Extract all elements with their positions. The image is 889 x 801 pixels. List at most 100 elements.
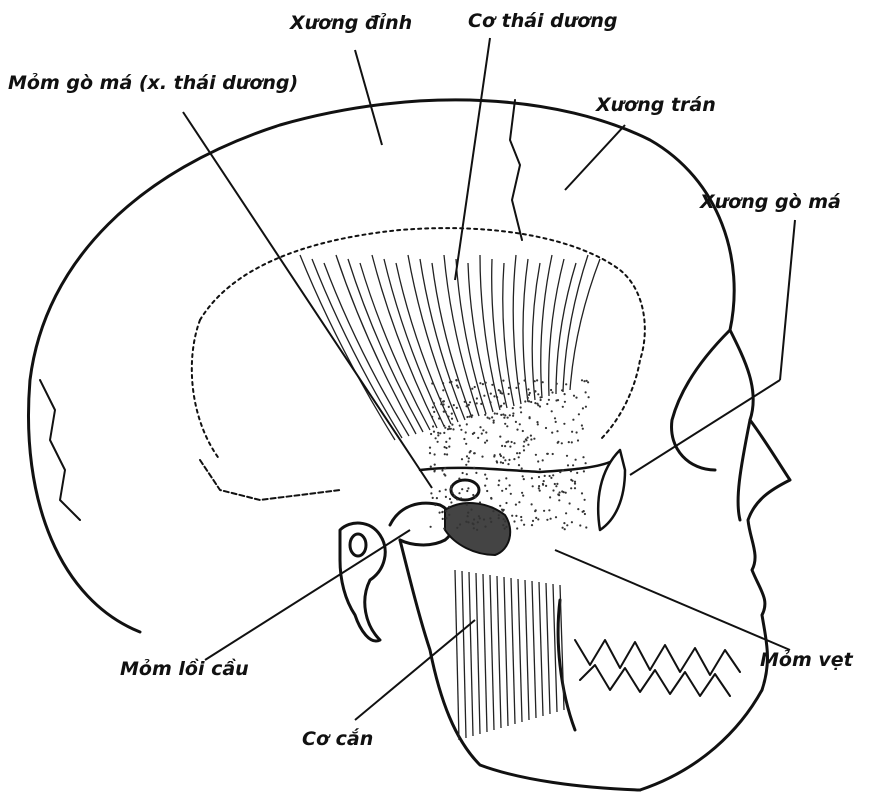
stipple-dot bbox=[522, 430, 524, 432]
stipple-dot bbox=[482, 429, 484, 431]
stipple-dot bbox=[473, 432, 475, 434]
stipple-dot bbox=[444, 446, 446, 448]
stipple-dot bbox=[457, 386, 459, 388]
leader-frontal bbox=[565, 125, 625, 190]
stipple-dot bbox=[467, 521, 469, 523]
stipple-dot bbox=[458, 492, 460, 494]
stipple-dot bbox=[502, 462, 504, 464]
stipple-dot bbox=[478, 515, 480, 517]
stipple-dot bbox=[519, 452, 521, 454]
stipple-dot bbox=[500, 414, 502, 416]
leader-parietal bbox=[355, 50, 382, 145]
stipple-dot bbox=[444, 453, 446, 455]
stipple-dot bbox=[445, 510, 447, 512]
stipple-dot bbox=[430, 492, 432, 494]
stipple-dot bbox=[451, 418, 453, 420]
stipple-dot bbox=[584, 499, 586, 501]
stipple-dot bbox=[471, 414, 473, 416]
stipple-dot bbox=[468, 457, 470, 459]
stipple-dot bbox=[540, 399, 542, 401]
stipple-dot bbox=[467, 515, 469, 517]
stipple-dot bbox=[537, 423, 539, 425]
stipple-dot bbox=[529, 417, 531, 419]
stipple-dot bbox=[552, 474, 554, 476]
stipple-dot bbox=[504, 445, 506, 447]
stipple-dot bbox=[469, 451, 471, 453]
stipple-dot bbox=[472, 494, 474, 496]
stipple-dot bbox=[498, 517, 500, 519]
stipple-dot bbox=[491, 384, 493, 386]
stipple-dot bbox=[500, 405, 502, 407]
stipple-dot bbox=[562, 469, 564, 471]
masseter-fiber bbox=[476, 573, 480, 734]
stipple-dot bbox=[456, 498, 458, 500]
stipple-dot bbox=[521, 467, 523, 469]
stipple-dot bbox=[473, 452, 475, 454]
upper-teeth bbox=[575, 640, 740, 675]
stipple-dot bbox=[448, 506, 450, 508]
stipple-dot bbox=[524, 379, 526, 381]
stipple-dot bbox=[433, 470, 435, 472]
stipple-dot bbox=[542, 459, 544, 461]
stipple-dot bbox=[482, 383, 484, 385]
stipple-dot bbox=[584, 513, 586, 515]
stipple-dot bbox=[493, 395, 495, 397]
stipple-dot bbox=[509, 484, 511, 486]
stipple-dot bbox=[447, 416, 449, 418]
stipple-dot bbox=[449, 437, 451, 439]
stipple-dot bbox=[588, 396, 590, 398]
stipple-dot bbox=[474, 496, 476, 498]
stipple-dot bbox=[509, 446, 511, 448]
stipple-dot bbox=[538, 485, 540, 487]
masseter-fiber bbox=[560, 585, 564, 710]
stipple-dot bbox=[433, 402, 435, 404]
stipple-dot bbox=[508, 459, 510, 461]
stipple-dot bbox=[466, 490, 468, 492]
stipple-dot bbox=[431, 382, 433, 384]
stipple-dot bbox=[530, 438, 532, 440]
orbit-outline bbox=[672, 330, 730, 470]
temporalis-fiber bbox=[408, 255, 458, 422]
stipple-dot bbox=[534, 510, 536, 512]
stipple-dot bbox=[513, 458, 515, 460]
stipple-dot bbox=[500, 461, 502, 463]
stipple-dot bbox=[575, 397, 577, 399]
temporalis-fiber bbox=[541, 255, 552, 398]
stipple-dot bbox=[436, 497, 438, 499]
leader-zygomatic-bone bbox=[780, 220, 795, 380]
stipple-dot bbox=[564, 528, 566, 530]
stipple-dot bbox=[440, 403, 442, 405]
stipple-dot bbox=[465, 431, 467, 433]
stipple-dot bbox=[546, 403, 548, 405]
stipple-dot bbox=[539, 396, 541, 398]
stipple-dot bbox=[557, 442, 559, 444]
stipple-dot bbox=[444, 427, 446, 429]
masseter-fiber bbox=[490, 575, 494, 730]
stipple-dot bbox=[542, 381, 544, 383]
stipple-dot bbox=[437, 432, 439, 434]
stipple-dot bbox=[442, 401, 444, 403]
stipple-dot bbox=[462, 472, 464, 474]
stipple-dot bbox=[456, 385, 458, 387]
temporalis-fiber bbox=[570, 259, 600, 390]
stipple-dot bbox=[499, 453, 501, 455]
stipple-dot bbox=[467, 511, 469, 513]
lambdoid-suture bbox=[40, 380, 80, 520]
stipple-dot bbox=[494, 412, 496, 414]
stipple-dot bbox=[569, 502, 571, 504]
stipple-dot bbox=[522, 475, 524, 477]
stipple-dot bbox=[545, 485, 547, 487]
stipple-dot bbox=[556, 430, 558, 432]
stipple-dot bbox=[519, 423, 521, 425]
stipple-dot bbox=[445, 489, 447, 491]
stipple-dot bbox=[448, 406, 450, 408]
stipple-dot bbox=[504, 423, 506, 425]
masseter-fiber bbox=[483, 574, 487, 732]
stipple-dot bbox=[550, 518, 552, 520]
stipple-dot bbox=[479, 382, 481, 384]
masseter-fiber bbox=[511, 578, 515, 724]
stipple-dot bbox=[537, 518, 539, 520]
stipple-dot bbox=[551, 391, 553, 393]
stipple-dot bbox=[512, 407, 514, 409]
stipple-dot bbox=[582, 428, 584, 430]
